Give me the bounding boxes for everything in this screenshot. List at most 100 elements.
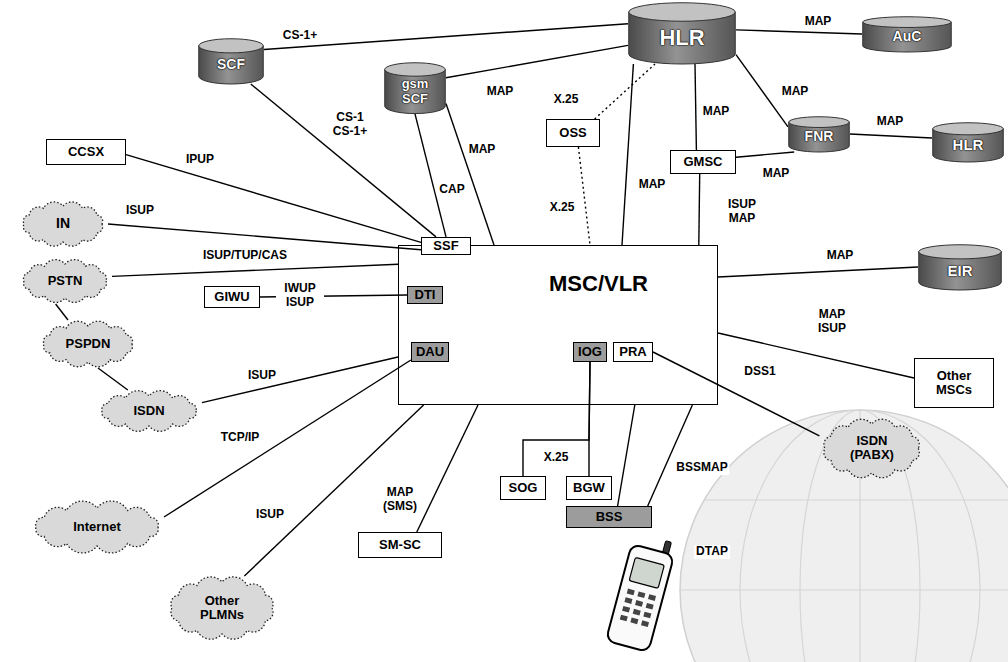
function-unit: IOG xyxy=(573,342,607,362)
database-cylinder: AuC xyxy=(862,16,952,52)
protocol-label: MAP xyxy=(761,167,792,181)
function-unit: DTI xyxy=(407,286,443,304)
protocol-label: MAP ISUP xyxy=(810,308,854,336)
link-line xyxy=(718,267,918,277)
network-box: BGW xyxy=(566,476,612,500)
node-label: Other PLMNs xyxy=(192,594,252,623)
node-label: CCSX xyxy=(68,145,104,159)
node-label: PRA xyxy=(619,345,646,359)
protocol-label: MAP xyxy=(485,85,516,99)
network-box: PRA xyxy=(613,342,653,362)
link-line xyxy=(595,64,655,119)
link-line xyxy=(98,368,128,390)
protocol-label: X.25 xyxy=(542,451,571,465)
protocol-label: MAP xyxy=(825,249,856,263)
link-line xyxy=(417,405,478,532)
mobile-phone xyxy=(606,532,677,652)
node-label: GIWU xyxy=(214,290,249,304)
network-cloud: Internet xyxy=(30,502,164,552)
node-label: EIR xyxy=(947,263,972,280)
database-cylinder: HLR xyxy=(932,122,1004,162)
protocol-label: MAP xyxy=(803,15,834,29)
protocol-label: ISUP xyxy=(254,508,286,522)
protocol-label: ISUP xyxy=(124,204,156,218)
network-box: SOG xyxy=(500,476,546,500)
interface-label: DTAP xyxy=(694,545,730,559)
protocol-label: MAP (SMS) xyxy=(376,486,424,514)
protocol-label: MAP xyxy=(637,178,668,192)
protocol-label: IPUP xyxy=(184,153,216,167)
node-label: gsm SCF xyxy=(397,77,433,106)
database-cylinder: EIR xyxy=(918,244,1002,290)
network-cloud: PSTN xyxy=(18,258,112,304)
link-line xyxy=(446,104,494,246)
database-cylinder: gsm SCF xyxy=(384,62,446,114)
function-unit: DAU xyxy=(411,342,449,362)
network-box: Other MSCs xyxy=(914,358,994,408)
link-line xyxy=(736,152,794,157)
node-label: DAU xyxy=(416,345,444,359)
node-label: IOG xyxy=(578,345,602,359)
protocol-label: MAP xyxy=(701,105,732,119)
node-label: BGW xyxy=(573,481,605,495)
link-line xyxy=(718,333,914,378)
protocol-label: CS-1+ xyxy=(281,29,319,43)
node-label: SM-SC xyxy=(379,538,421,552)
node-label: HLR xyxy=(953,137,984,154)
protocol-label: MAP xyxy=(875,115,906,129)
link-line xyxy=(56,304,68,320)
network-box: SM-SC xyxy=(358,532,442,558)
network-box: CCSX xyxy=(46,139,126,165)
node-label: ISDN (PABX) xyxy=(844,434,900,463)
link-line xyxy=(446,45,628,77)
node-label: PSPDN xyxy=(66,337,111,351)
protocol-label: ISUP MAP xyxy=(720,198,764,226)
node-label: DTI xyxy=(415,288,436,302)
link-line xyxy=(202,357,398,403)
link-line xyxy=(698,174,700,245)
link-line xyxy=(648,405,693,506)
link-line xyxy=(695,64,696,150)
node-label: BSS xyxy=(596,510,623,524)
node-label: SCF xyxy=(217,57,245,72)
protocol-label: ISUP xyxy=(246,369,278,383)
node-label: ISDN xyxy=(133,404,164,418)
network-cloud: ISDN xyxy=(96,390,202,432)
protocol-label: X.25 xyxy=(552,93,581,107)
link-line xyxy=(108,224,421,250)
network-box: OSS xyxy=(546,119,600,147)
node-label: Internet xyxy=(73,520,121,534)
link-line xyxy=(415,114,446,237)
network-cloud: Other PLMNs xyxy=(166,576,278,640)
function-unit: BSS xyxy=(566,506,652,528)
network-box: SSF xyxy=(421,237,471,255)
link-line xyxy=(622,64,633,245)
protocol-label: TCP/IP xyxy=(219,431,262,445)
link-line xyxy=(164,360,411,517)
link-line xyxy=(112,264,398,276)
protocol-label: IWUP ISUP xyxy=(276,282,324,310)
network-box: GIWU xyxy=(204,286,260,308)
protocol-label: CS-1 CS-1+ xyxy=(328,111,372,139)
node-label: AuC xyxy=(893,29,922,44)
network-box: GMSC xyxy=(670,150,736,174)
protocol-label: MAP xyxy=(467,143,498,157)
globe-illustration xyxy=(680,410,1008,662)
network-cloud: IN xyxy=(18,200,108,248)
node-label: MSC/VLR xyxy=(549,272,648,296)
node-label: OSS xyxy=(559,126,586,140)
link-line xyxy=(244,405,423,576)
link-line xyxy=(523,362,590,476)
protocol-label: MAP xyxy=(780,85,811,99)
link-line xyxy=(736,30,862,34)
node-label: Other MSCs xyxy=(928,369,980,398)
database-cylinder: HLR xyxy=(628,2,736,64)
switch-box: MSC/VLRSSFDTIDAUIOGPRA xyxy=(398,245,718,405)
node-label: FNR xyxy=(805,129,834,144)
database-cylinder: SCF xyxy=(198,38,264,84)
node-label: SSF xyxy=(433,239,458,253)
